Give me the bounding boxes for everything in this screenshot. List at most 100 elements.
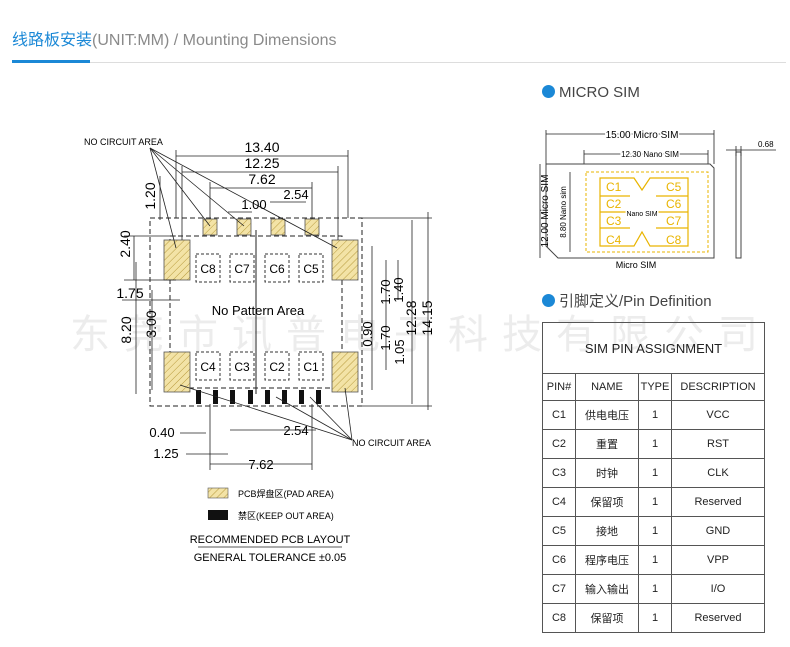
pin-definition-heading: 引脚定义/Pin Definition — [542, 290, 712, 311]
tolerance-label: GENERAL TOLERANCE ±0.05 — [194, 552, 347, 564]
cell-name: 保留项 — [575, 487, 639, 517]
header-title-en: (UNIT:MM) / Mounting Dimensions — [92, 32, 337, 49]
cell-type: 1 — [638, 400, 672, 430]
dim-2-54-bottom: 2.54 — [283, 423, 308, 438]
pin-assignment-table: SIM PIN ASSIGNMENT PIN# NAME TYPE DESCRI… — [542, 322, 765, 633]
dim-2-40: 2.40 — [117, 230, 133, 257]
cell-desc: CLK — [671, 458, 765, 488]
sim-c7: C7 — [666, 214, 682, 228]
dim-1-70: 1.70 — [378, 279, 393, 304]
micro-sim-card — [545, 163, 715, 259]
micro-sim-heading: MICRO SIM — [542, 84, 640, 101]
sim-c3: C3 — [606, 214, 622, 228]
contact-label-c3: C3 — [234, 360, 250, 374]
col-description: DESCRIPTION — [671, 373, 765, 401]
sim-c4: C4 — [606, 233, 622, 247]
cell-desc: VCC — [671, 400, 765, 430]
no-circuit-leaders-top — [149, 147, 338, 249]
cell-name: 程序电压 — [575, 545, 639, 575]
cell-name: 重置 — [575, 429, 639, 459]
cell-desc: Reserved — [671, 487, 765, 517]
top-dimension-lines — [175, 150, 349, 240]
sim-side-view — [735, 151, 742, 259]
sim-c2: C2 — [606, 197, 622, 211]
legend-pad-label: PCB焊盘区(PAD AREA) — [238, 488, 334, 499]
col-type: TYPE — [638, 373, 672, 401]
dim-1-20: 1.20 — [142, 182, 158, 209]
dim-1-25: 1.25 — [153, 446, 178, 461]
legend-keepout-swatch — [208, 510, 228, 520]
cell-desc: RST — [671, 429, 765, 459]
cell-pin: C7 — [542, 574, 576, 604]
sim-c5: C5 — [666, 180, 682, 194]
no-circuit-area-top-label: NO CIRCUIT AREA — [84, 137, 163, 147]
cell-type: 1 — [638, 545, 672, 575]
cell-desc: Reserved — [671, 603, 765, 633]
bottom-dimension-lines — [180, 404, 316, 470]
top-pad-4 — [304, 218, 320, 236]
cell-name: 保留项 — [575, 603, 639, 633]
corner-pad-top-right — [331, 239, 359, 281]
table-row: C8 保留项 1 Reserved — [542, 603, 765, 633]
cell-pin: C5 — [542, 516, 576, 546]
sim-c1: C1 — [606, 180, 622, 194]
table-row: C1 供电电压 1 VCC — [542, 400, 765, 430]
dim-7-62-bottom: 7.62 — [248, 457, 273, 472]
dim-1-00: 1.00 — [241, 197, 266, 212]
table-row: C7 输入输出 1 I/O — [542, 574, 765, 604]
cell-pin: C6 — [542, 545, 576, 575]
cell-type: 1 — [638, 458, 672, 488]
no-pattern-area-label: No Pattern Area — [212, 303, 305, 318]
dim-0-90: 0.90 — [360, 321, 375, 346]
cell-type: 1 — [638, 487, 672, 517]
cell-name: 输入输出 — [575, 574, 639, 604]
micro-sim-width-label: 15.00 Micro SIM — [606, 130, 679, 141]
table-row: C4 保留项 1 Reserved — [542, 487, 765, 517]
cell-pin: C4 — [542, 487, 576, 517]
page-header: 线路板安装(UNIT:MM) / Mounting Dimensions — [12, 26, 337, 50]
contact-label-c4: C4 — [200, 360, 216, 374]
pcb-layout-diagram: C8 C7 C6 C5 C4 C3 C2 C1 No Pattern Area … — [84, 137, 435, 564]
dim-12-25: 12.25 — [244, 155, 279, 171]
pin-definition-title: 引脚定义/Pin Definition — [559, 293, 712, 310]
dim-2-54-top: 2.54 — [283, 187, 308, 202]
bullet-icon — [542, 294, 555, 307]
pin-table-title: SIM PIN ASSIGNMENT — [542, 322, 765, 374]
micro-sim-height-label: 12.00 Micro SIM — [540, 175, 551, 248]
nano-sim-height-label: 8.80 Nano sim — [559, 186, 568, 238]
col-pin: PIN# — [542, 373, 576, 401]
dim-13-40: 13.40 — [244, 139, 279, 155]
top-pad-2 — [236, 218, 252, 236]
cell-pin: C2 — [542, 429, 576, 459]
contact-label-c5: C5 — [303, 262, 319, 276]
cell-pin: C3 — [542, 458, 576, 488]
dim-14-15: 14.15 — [419, 300, 435, 335]
right-dimension-lines — [362, 212, 432, 410]
cell-pin: C8 — [542, 603, 576, 633]
micro-sim-bottom-label: Micro SIM — [616, 260, 657, 270]
contact-label-c2: C2 — [269, 360, 285, 374]
nano-sim-center-label: Nano SIM — [626, 211, 657, 218]
header-title-zh: 线路板安装 — [12, 32, 93, 49]
cell-desc: VPP — [671, 545, 765, 575]
bottom-keepout-pins — [196, 390, 321, 404]
col-name: NAME — [575, 373, 639, 401]
sim-contact-labels: C1 C2 C3 C4 C5 C6 C7 C8 — [606, 180, 682, 247]
cell-type: 1 — [638, 429, 672, 459]
cell-type: 1 — [638, 516, 672, 546]
dim-1-75: 1.75 — [116, 285, 143, 301]
nano-sim-width-label: 12.30 Nano SIM — [621, 150, 679, 159]
table-row: C3 时钟 1 CLK — [542, 458, 765, 488]
sim-c8: C8 — [666, 233, 682, 247]
top-pad-3 — [270, 218, 286, 236]
micro-sim-title: MICRO SIM — [559, 84, 640, 101]
sim-contact-outlines — [599, 177, 689, 247]
corner-pad-bottom-right — [331, 351, 359, 393]
dim-1-70-lower: 1.70 — [378, 325, 393, 350]
pin-table-header: PIN# NAME TYPE DESCRIPTION — [542, 373, 765, 401]
sim-thickness-label: 0.68 — [758, 140, 774, 149]
sim-c6: C6 — [666, 197, 682, 211]
table-row: C6 程序电压 1 VPP — [542, 545, 765, 575]
cell-type: 1 — [638, 603, 672, 633]
header-accent-bar — [12, 60, 90, 63]
